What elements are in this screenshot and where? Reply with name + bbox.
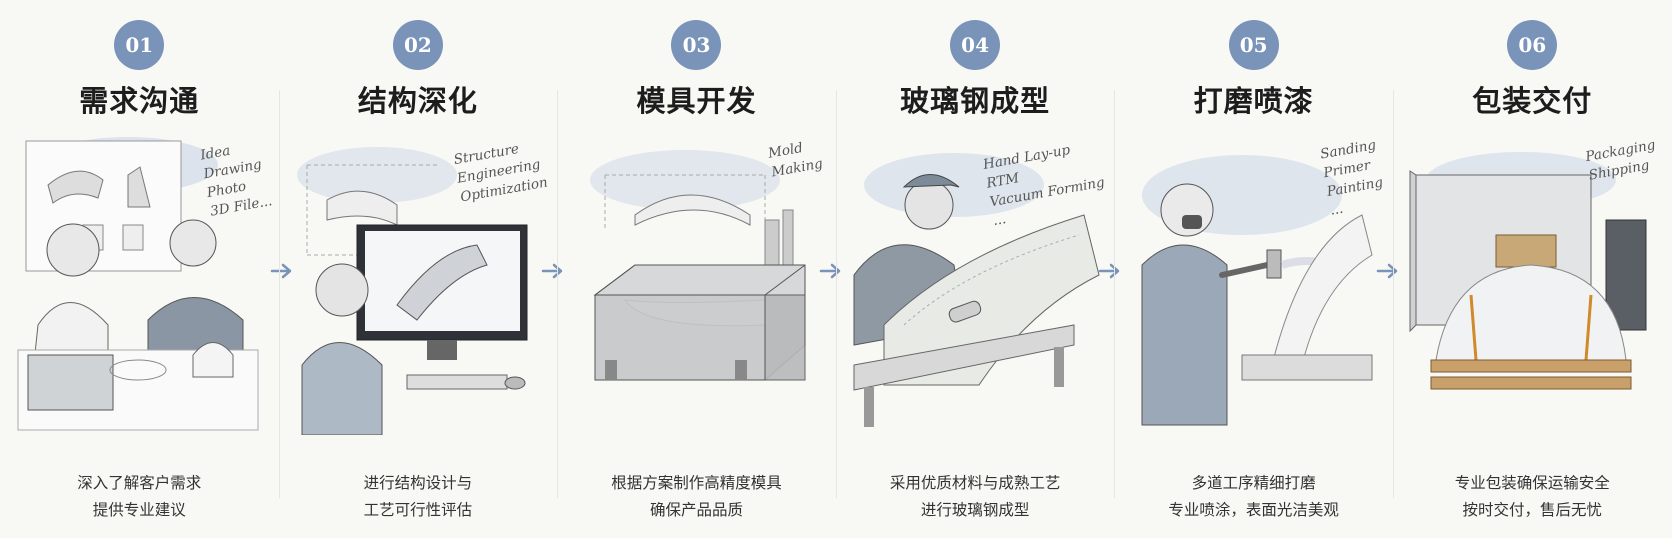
step-6: 06 包装交付 Packaging Shipping 专业包装确保运输安全 按时… [1392,0,1672,538]
step-number-badge: 01 [114,20,165,70]
step-title: 包装交付 [1472,84,1593,118]
step-2: 02 结构深化 Structure Engineering Optimizati… [278,0,562,538]
step-number-badge: 05 [1228,20,1279,70]
step-number-badge: 06 [1507,20,1558,70]
step-description: 多道工序精细打磨 专业喷涂，表面光洁美观 [1168,474,1339,519]
step-title: 玻璃钢成型 [900,84,1051,118]
step-title: 需求沟通 [79,84,200,118]
arrow-right-icon [541,263,562,279]
arrow-right-icon [819,263,841,279]
mold-illustration [590,150,806,381]
step-5: 05 打磨喷漆 Sanding Primer Painting ... 多道工序… [1114,0,1398,538]
step-number-badge: 03 [671,20,722,70]
step-description: 深入了解客户需求 提供专业建议 [77,474,202,519]
arrow-right-icon [1377,263,1398,279]
step-description: 进行结构设计与 工艺可行性评估 [363,474,473,519]
fiberglass-forming-illustration [853,153,1100,427]
packaging-shipping-illustration [1409,152,1647,390]
step-description: 采用优质材料与成熟工艺 进行玻璃钢成型 [889,474,1061,519]
cad-design-illustration [296,147,528,435]
arrow-right-icon [1098,263,1120,279]
step-title: 模具开发 [636,84,757,118]
step-number-badge: 02 [392,20,443,70]
spray-painting-illustration [1141,155,1373,426]
arrow-right-icon [270,263,292,279]
step-description: 根据方案制作高精度模具 确保产品品质 [611,474,782,519]
step-3: 03 模具开发 Mold Making 根据方案制作高精度模具 确保产品品质 [557,0,841,538]
step-number-badge: 04 [950,20,1001,70]
step-4: 04 玻璃钢成型 Hand Lay-up RTM Vacuum Forming … [835,0,1120,538]
step-title: 打磨喷漆 [1193,84,1314,118]
step-1: 01 需求沟通 Idea Drawing Photo 3D File... 深入… [0,0,292,538]
step-title: 结构深化 [357,84,478,118]
step-description: 专业包装确保运输安全 按时交付，售后无忧 [1454,474,1610,519]
client-consultation-illustration [17,137,259,431]
step-notes: Idea Drawing Photo 3D File... [199,142,274,220]
